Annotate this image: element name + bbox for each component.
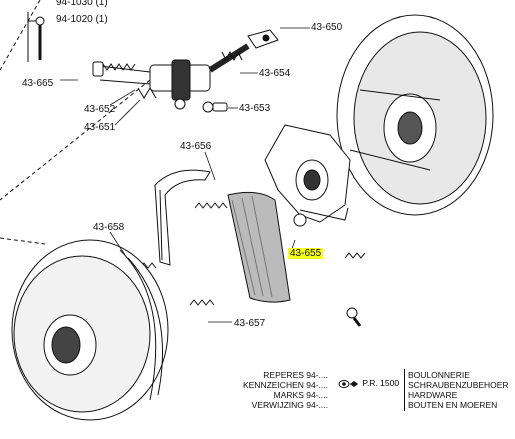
bolt-bottom-icon [346,307,362,327]
callout-43-658: 43-658 [93,222,125,233]
backing-plate-icon [336,14,494,216]
brake-shoe-right-icon [227,191,291,303]
legend-line: MARKS 94-.... [273,390,328,400]
callout-43-653: 43-653 [239,103,271,114]
legend-pr-text: P.R. 1500 [362,378,400,388]
legend-hardware: BOULONNERIE SCHRAUBENZUBEHOER HARDWARE B… [408,370,509,410]
callout-43-650: 43-650 [311,22,343,33]
callout-43-656: 43-656 [180,141,212,152]
wheel-cylinder-icon [92,43,250,110]
legend-line: REPERES 94-.... [263,370,328,380]
legend-line: KENNZEICHEN 94-.... [242,380,328,390]
legend-line: VERWIJZING 94-.... [251,400,328,410]
legend-line: BOULONNERIE [408,370,470,380]
legend-references: REPERES 94-.... KENNZEICHEN 94-.... MARK… [236,370,328,410]
callout-43-651: 43-651 [84,122,116,133]
brake-drum-icon [11,239,169,421]
anchor-plate-icon [264,124,351,227]
callout-43-655: 43-655 [288,248,324,259]
callout-43-665: 43-665 [22,78,54,89]
eye-icon [338,379,360,389]
callout-43-654: 43-654 [259,68,291,79]
callout-94-1020: 94-1020 (1) [56,14,108,25]
legend-line: HARDWARE [408,390,458,400]
bolt-94-1020-icon [27,12,45,62]
callout-94-1030: 94-1030 (1) [56,0,108,8]
bleed-screw-icon [202,101,228,113]
return-spring-icon [139,202,366,306]
brake-shoe-left-icon [154,169,211,266]
cap-43-650-icon [247,29,279,49]
callout-43-652: 43-652 [84,104,116,115]
legend-line: BOUTEN EN MOEREN [408,400,498,410]
legend-pr: P.R. 1500 [338,378,399,389]
callout-43-657: 43-657 [234,318,266,329]
legend-line: SCHRAUBENZUBEHOER [408,380,509,390]
legend-bracket [404,369,405,411]
